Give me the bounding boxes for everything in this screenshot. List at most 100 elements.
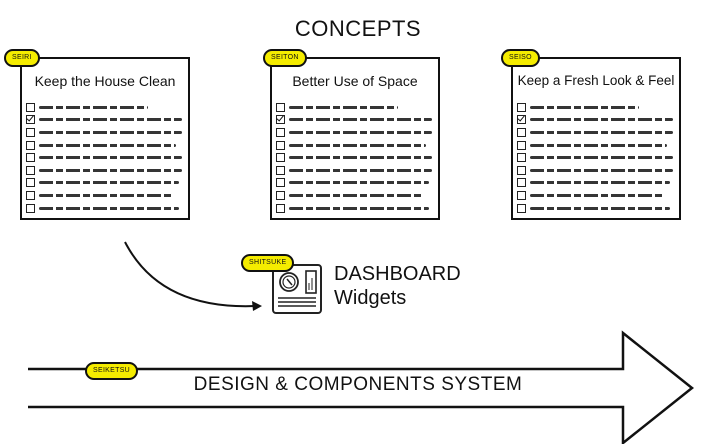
redacted-text [39, 193, 172, 197]
checklist-item [276, 114, 432, 127]
checkbox[interactable] [276, 102, 285, 112]
checkbox[interactable] [26, 178, 35, 188]
redacted-text [289, 143, 427, 147]
checkbox[interactable] [517, 102, 526, 112]
checkbox[interactable] [26, 203, 35, 213]
checklist-item [517, 177, 673, 190]
concept-card-seiton: Better Use of Space [270, 57, 440, 220]
big-arrow [28, 330, 695, 444]
tag-shitsuke: SHITSUKE [241, 254, 295, 272]
checkbox[interactable] [276, 203, 285, 213]
checklist-item [517, 101, 673, 114]
card-heading: Keep the House Clean [34, 73, 176, 89]
redacted-text [530, 156, 673, 160]
redacted-text [39, 181, 180, 185]
redacted-text [530, 143, 668, 147]
redacted-text [289, 193, 422, 197]
page-title: CONCEPTS [294, 16, 422, 41]
redacted-text [39, 105, 149, 109]
dashboard-widget-icon [272, 264, 322, 314]
checklist [276, 101, 432, 214]
checkbox[interactable] [26, 140, 35, 150]
redacted-text [289, 206, 430, 210]
checkbox[interactable] [517, 115, 526, 125]
redacted-text [289, 181, 430, 185]
checkbox[interactable] [276, 153, 285, 163]
redacted-text [289, 130, 432, 134]
checkbox[interactable] [517, 203, 526, 213]
checkbox[interactable] [26, 102, 35, 112]
checklist-item [26, 177, 182, 190]
checkbox[interactable] [517, 127, 526, 137]
checklist-item [517, 164, 673, 177]
checklist-item [276, 177, 432, 190]
checklist-item [517, 189, 673, 202]
checklist-item [517, 126, 673, 139]
checkbox[interactable] [26, 115, 35, 125]
redacted-text [530, 130, 673, 134]
checklist-item [26, 126, 182, 139]
concept-card-seiso: Keep a Fresh Look & Feel [511, 57, 681, 220]
checklist-item [517, 151, 673, 164]
redacted-text [289, 156, 432, 160]
checkbox[interactable] [276, 190, 285, 200]
checklist-item [517, 114, 673, 127]
redacted-text [39, 156, 182, 160]
checklist-item [26, 189, 182, 202]
redacted-text [530, 118, 673, 122]
concept-card-seiri: Keep the House Clean [20, 57, 190, 220]
checkbox[interactable] [517, 178, 526, 188]
card-heading: Keep a Fresh Look & Feel [517, 73, 675, 88]
checklist-item [276, 164, 432, 177]
checkbox[interactable] [517, 140, 526, 150]
checkbox[interactable] [517, 165, 526, 175]
redacted-text [530, 193, 663, 197]
checklist-item [517, 202, 673, 215]
redacted-text [530, 206, 671, 210]
redacted-text [39, 206, 180, 210]
checkbox[interactable] [26, 127, 35, 137]
checklist-item [26, 139, 182, 152]
checkbox[interactable] [276, 140, 285, 150]
redacted-text [39, 168, 182, 172]
checklist-item [276, 126, 432, 139]
checklist-item [276, 189, 432, 202]
checkbox[interactable] [26, 165, 35, 175]
checklist-item [26, 151, 182, 164]
checkbox[interactable] [517, 190, 526, 200]
redacted-text [530, 105, 640, 109]
tag-seiso: SEISO [501, 49, 540, 67]
tag-seiketsu: SEIKETSU [85, 362, 139, 380]
checkbox[interactable] [276, 178, 285, 188]
checklist-item [517, 139, 673, 152]
checklist-item [26, 101, 182, 114]
checkbox[interactable] [276, 115, 285, 125]
checkbox[interactable] [517, 153, 526, 163]
checkbox[interactable] [276, 165, 285, 175]
redacted-text [289, 105, 399, 109]
redacted-text [39, 130, 182, 134]
checkbox[interactable] [276, 127, 285, 137]
checklist-item [276, 101, 432, 114]
redacted-text [39, 118, 182, 122]
foundation-label: DESIGN & COMPONENTS SYSTEM [193, 374, 523, 395]
checkbox[interactable] [26, 190, 35, 200]
redacted-text [530, 181, 671, 185]
checklist-item [26, 202, 182, 215]
curved-arrow-head [252, 301, 262, 311]
checklist-item [26, 164, 182, 177]
tag-seiri: SEIRI [4, 49, 40, 67]
redacted-text [289, 168, 432, 172]
tag-seiton: SEITON [263, 49, 307, 67]
card-heading: Better Use of Space [292, 73, 418, 89]
checklist-item [276, 202, 432, 215]
checklist [26, 101, 182, 214]
checklist-item [276, 139, 432, 152]
redacted-text [289, 118, 432, 122]
checkbox[interactable] [26, 153, 35, 163]
dashboard-title: DASHBOARD Widgets [334, 262, 461, 310]
dashboard-title-line1: DASHBOARD [334, 263, 461, 285]
checklist-item [276, 151, 432, 164]
redacted-text [39, 143, 177, 147]
